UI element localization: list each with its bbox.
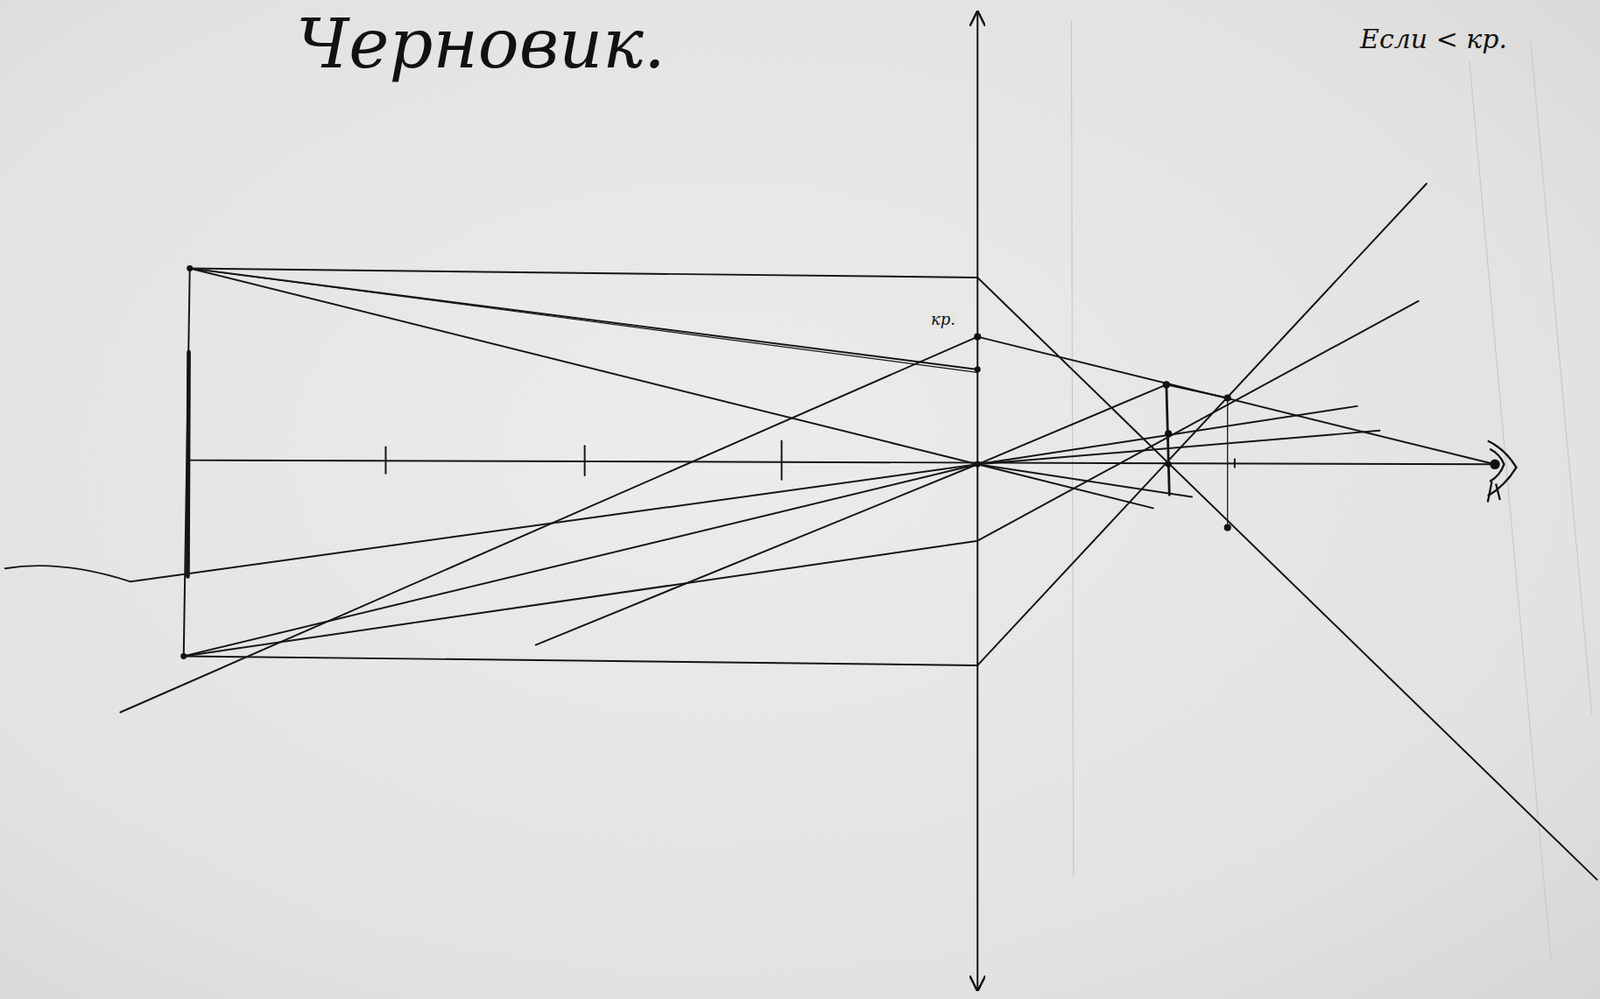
sheet-title: Черновик. bbox=[296, 7, 666, 83]
optical-axis bbox=[189, 460, 1495, 466]
ray-lines bbox=[5, 12, 1598, 991]
point-dots bbox=[180, 265, 1232, 660]
critical-point-label: кр. bbox=[928, 310, 959, 329]
margin-note: Если < кр. bbox=[1360, 24, 1508, 54]
eye-symbol bbox=[1487, 440, 1517, 502]
lens-axis bbox=[976, 12, 979, 991]
